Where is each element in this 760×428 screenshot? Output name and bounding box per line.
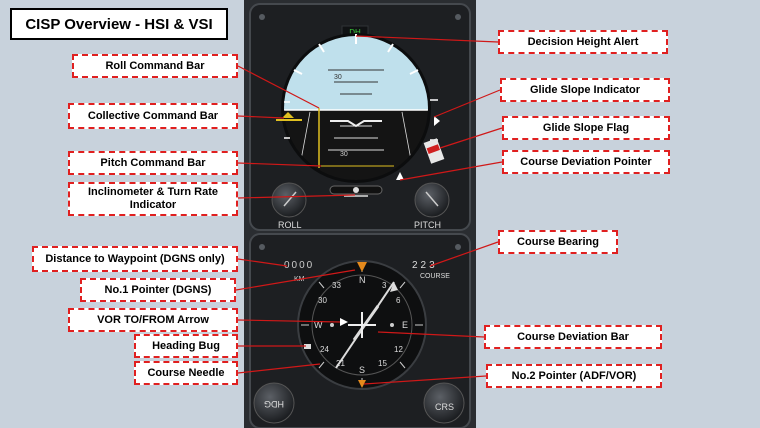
callout-glide-slope-indicator: Glide Slope Indicator bbox=[500, 78, 670, 102]
card-e: E bbox=[402, 320, 408, 330]
hdg-knob[interactable] bbox=[253, 382, 295, 424]
card-33: 33 bbox=[332, 281, 341, 290]
course-deviation-bar bbox=[352, 305, 380, 341]
callout-pitch-command-bar: Pitch Command Bar bbox=[68, 151, 238, 175]
pitch-scale-bottom: 30 bbox=[340, 151, 348, 158]
card-30: 30 bbox=[318, 296, 327, 305]
callout-no1-pointer: No.1 Pointer (DGNS) bbox=[80, 278, 236, 302]
callout-course-bearing: Course Bearing bbox=[498, 230, 618, 254]
card-24: 24 bbox=[320, 345, 329, 354]
km-label: KM bbox=[294, 276, 305, 283]
hdg-label: HDG bbox=[264, 399, 284, 409]
no1-pointer bbox=[357, 262, 367, 272]
card-w: W bbox=[314, 320, 323, 330]
card-21: 21 bbox=[336, 359, 345, 368]
callout-course-deviation-pointer: Course Deviation Pointer bbox=[502, 150, 670, 174]
callout-roll-command-bar: Roll Command Bar bbox=[72, 54, 238, 78]
callout-glide-slope-flag: Glide Slope Flag bbox=[502, 116, 670, 140]
card-6: 6 bbox=[396, 296, 401, 305]
dgns-distance-readout: 0000 bbox=[284, 260, 314, 271]
callout-collective-command-bar: Collective Command Bar bbox=[68, 103, 238, 129]
heading-bug bbox=[304, 344, 311, 349]
cisp-instrument-panel: DH 30 30 bbox=[244, 0, 476, 428]
callout-course-needle: Course Needle bbox=[134, 361, 238, 385]
callout-no2-pointer: No.2 Pointer (ADF/VOR) bbox=[486, 364, 662, 388]
card-n: N bbox=[359, 275, 366, 285]
pitch-scale-top: 30 bbox=[334, 74, 342, 81]
callout-heading-bug: Heading Bug bbox=[134, 334, 238, 358]
callout-inclinometer-turn-rate: Inclinometer & Turn Rate Indicator bbox=[68, 182, 238, 216]
glide-slope-flag bbox=[423, 138, 445, 164]
dh-text: DH bbox=[349, 28, 361, 37]
callout-distance-to-waypoint: Distance to Waypoint (DGNS only) bbox=[32, 246, 238, 272]
card-3: 3 bbox=[382, 281, 387, 290]
card-15: 15 bbox=[378, 359, 387, 368]
course-readout: 223 bbox=[412, 260, 438, 271]
callout-decision-height-alert: Decision Height Alert bbox=[498, 30, 668, 54]
vor-to-from-arrow bbox=[340, 318, 348, 326]
pitch-label: PITCH bbox=[414, 220, 441, 230]
callout-vor-to-from-arrow: VOR TO/FROM Arrow bbox=[68, 308, 238, 332]
inclinometer bbox=[329, 185, 383, 197]
card-s: S bbox=[359, 365, 365, 375]
glide-slope-indicator bbox=[434, 116, 440, 126]
hsi-compass: N 3 6 E 12 15 S 21 24 W 30 33 bbox=[297, 260, 427, 390]
card-12: 12 bbox=[394, 345, 403, 354]
page-title: CISP Overview - HSI & VSI bbox=[10, 8, 228, 40]
crs-label: CRS bbox=[435, 402, 454, 412]
roll-label: ROLL bbox=[278, 220, 302, 230]
course-readout-label: COURSE bbox=[420, 273, 450, 280]
aircraft-symbol bbox=[330, 120, 382, 128]
callout-course-deviation-bar: Course Deviation Bar bbox=[484, 325, 662, 349]
